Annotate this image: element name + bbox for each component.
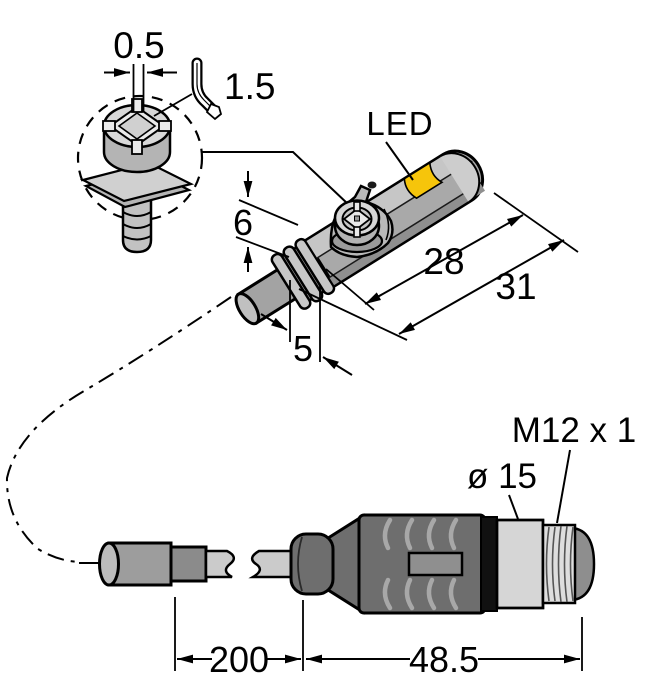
housing-end-cap (439, 152, 481, 204)
thread-line (122, 235, 152, 241)
gland-rib (270, 252, 312, 310)
thin-cable-left (204, 549, 236, 579)
connector-assembly: ø 15 M12 x 1 200 48.5 (98, 411, 637, 680)
screw-slot-right (158, 120, 172, 132)
dim-gland-length-label: 5 (293, 328, 313, 369)
connector-diameter-label: ø 15 (467, 457, 537, 496)
connector-slot (407, 551, 464, 577)
screw-slot-left (102, 120, 116, 132)
thread-line (122, 223, 152, 229)
sensor-cable-end (234, 292, 261, 326)
screw-slot-top (131, 98, 143, 113)
dimension-line-31 (398, 239, 565, 335)
screw-slot-bottom (131, 139, 143, 155)
dim-cable-section-label: 200 (209, 639, 269, 680)
screw-detail-view: 0.5 1.5 (76, 25, 350, 254)
extension-line (298, 288, 408, 341)
hex-key-leader (153, 93, 193, 117)
dim-housing-length-label: 28 (423, 241, 464, 282)
knurled-ring (495, 518, 545, 610)
dim-connector-length-label: 48.5 (409, 639, 479, 680)
thread-line (122, 211, 152, 217)
thread-leader-line (556, 449, 571, 524)
grip-grooves (382, 517, 459, 611)
cable-cut-face (98, 541, 120, 587)
led-label: LED (366, 105, 433, 142)
sensor-assembly: LED 6 5 28 31 (233, 105, 579, 376)
dim-gland-diameter-label: 6 (233, 202, 253, 243)
strain-relief-collar (289, 532, 335, 596)
mounting-screw-slot (353, 226, 361, 238)
led-band (403, 161, 444, 200)
led-leader-line (385, 141, 414, 181)
clamp-pin (367, 181, 377, 189)
dimension-arrow (322, 356, 353, 376)
cable-centerline-curve (5, 296, 232, 563)
extension-line (238, 199, 299, 226)
detail-leader-line (202, 151, 350, 206)
hex-key-icon (191, 57, 223, 121)
dim-overall-length-label: 31 (495, 266, 536, 307)
dimension-arrow (260, 313, 288, 331)
connector-thread-label: M12 x 1 (512, 411, 637, 450)
mounting-screw-center (354, 215, 360, 222)
collar-shade-line (297, 536, 303, 592)
dim-slot-width-label: 0.5 (113, 25, 164, 66)
cable-step-section (169, 545, 208, 583)
diameter-leader-line (508, 494, 519, 520)
extension-line (493, 192, 579, 253)
extension-line (235, 236, 290, 258)
dim-hex-key-label: 1.5 (224, 66, 275, 107)
screw-recess-inner (117, 112, 157, 140)
black-ring (480, 516, 498, 612)
mounting-screw-slot (353, 201, 361, 212)
